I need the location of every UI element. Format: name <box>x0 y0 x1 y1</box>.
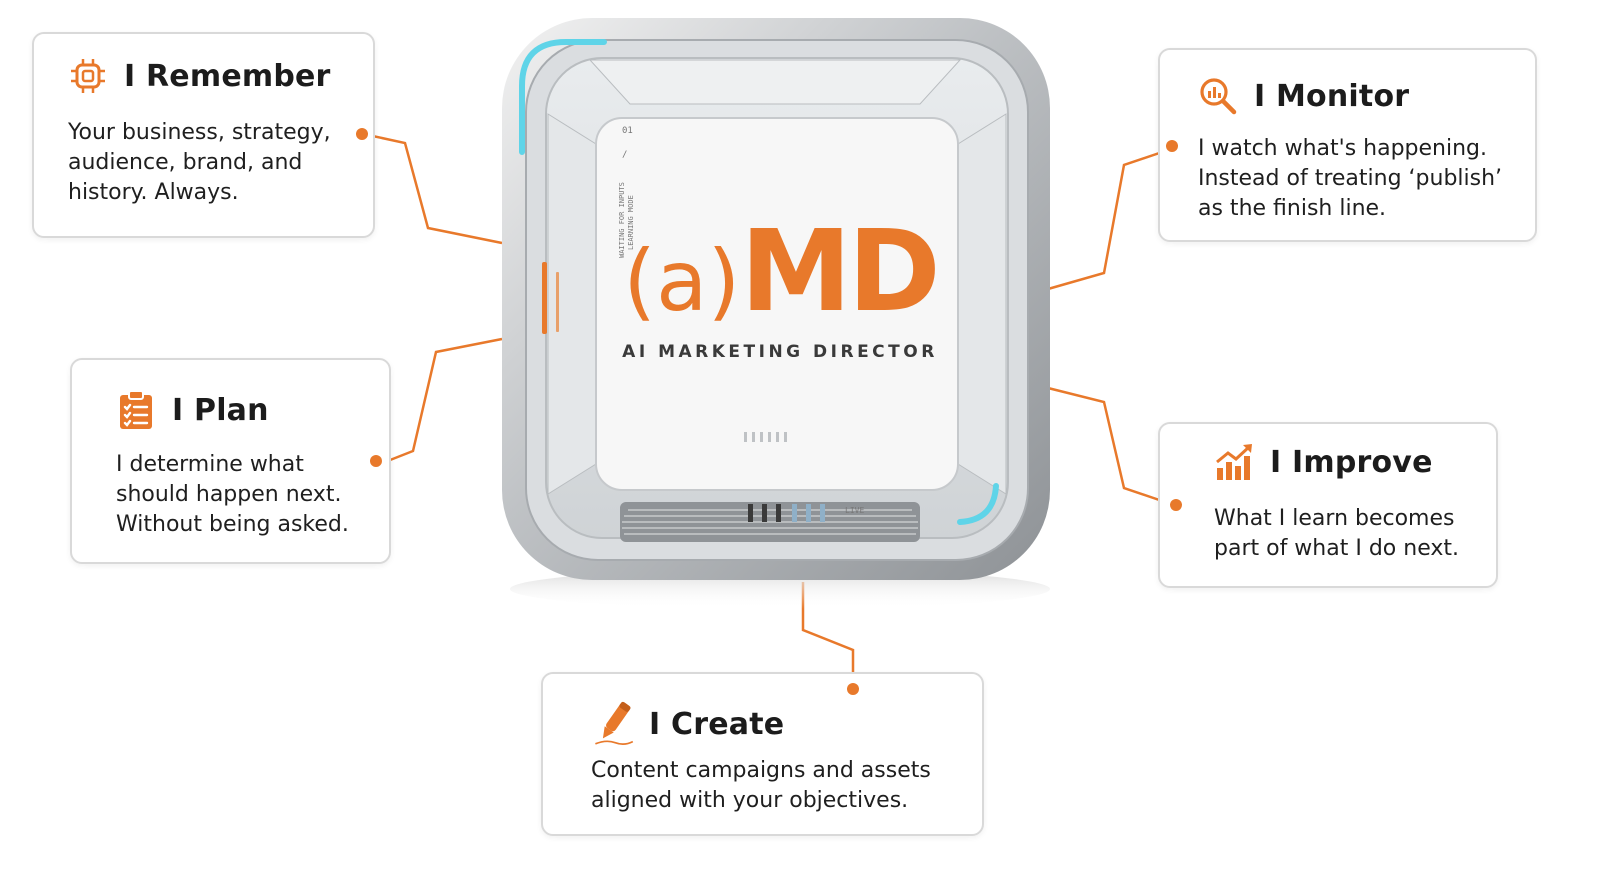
screen-ticks <box>744 432 787 442</box>
amd-logo: (a)MD <box>620 212 940 332</box>
plan-dot <box>370 455 382 467</box>
monitor-description: I watch what's happening. Instead of tre… <box>1198 136 1503 221</box>
monitor-title: I Monitor <box>1254 78 1410 114</box>
connector-remember <box>367 133 503 245</box>
remember-dot <box>356 128 368 140</box>
improve-description: What I learn becomes part of what I do n… <box>1214 506 1459 561</box>
orange-indicator-1 <box>542 262 547 334</box>
clipboard-icon <box>120 390 152 429</box>
connector-monitor <box>1047 144 1181 291</box>
plan-title: I Plan <box>172 392 269 428</box>
screen-index: 01 <box>622 126 633 136</box>
orange-indicator-2 <box>556 272 559 332</box>
connector-improve <box>1047 386 1175 507</box>
growth-chart-icon <box>1216 444 1252 480</box>
create-description: Content campaigns and assets aligned wit… <box>591 758 931 813</box>
status-bars <box>748 504 825 522</box>
remember-card: I Remember Your business, strategy, audi… <box>32 32 375 238</box>
monitor-card: I Monitor I watch what's happening. Inst… <box>1158 48 1537 242</box>
cyan-accent-top <box>519 39 607 155</box>
screen-slash: / <box>622 150 628 160</box>
plan-description: I determine what should happen next. Wit… <box>116 452 349 537</box>
logo-main: MD <box>740 207 940 337</box>
improve-card: I Improve What I learn becomes part of w… <box>1158 422 1498 588</box>
improve-dot <box>1170 499 1182 511</box>
logo-prefix: (a) <box>623 232 741 330</box>
device-top-panel <box>588 59 962 105</box>
monitor-dot <box>1166 140 1178 152</box>
device-illustration <box>502 18 1050 609</box>
cyan-accent-bottom <box>957 483 999 525</box>
create-dot <box>847 683 859 695</box>
device-left-panel <box>547 113 597 495</box>
vent-grille <box>622 509 918 535</box>
remember-description: Your business, strategy, audience, brand… <box>68 120 331 205</box>
connector-plan <box>384 337 503 464</box>
create-title: I Create <box>649 706 785 742</box>
improve-title: I Improve <box>1270 444 1433 480</box>
device-right-panel <box>957 113 1007 495</box>
chip-icon <box>71 59 105 93</box>
remember-title: I Remember <box>124 58 331 94</box>
live-label: LIVE <box>845 506 865 515</box>
pen-icon <box>595 701 634 745</box>
device-tagline: AI MARKETING DIRECTOR <box>622 342 938 362</box>
magnifier-chart-icon <box>1200 78 1237 115</box>
device-screen <box>595 117 959 491</box>
create-card: I Create Content campaigns and assets al… <box>541 672 984 836</box>
plan-card: I Plan I determine what should happen ne… <box>70 358 391 564</box>
